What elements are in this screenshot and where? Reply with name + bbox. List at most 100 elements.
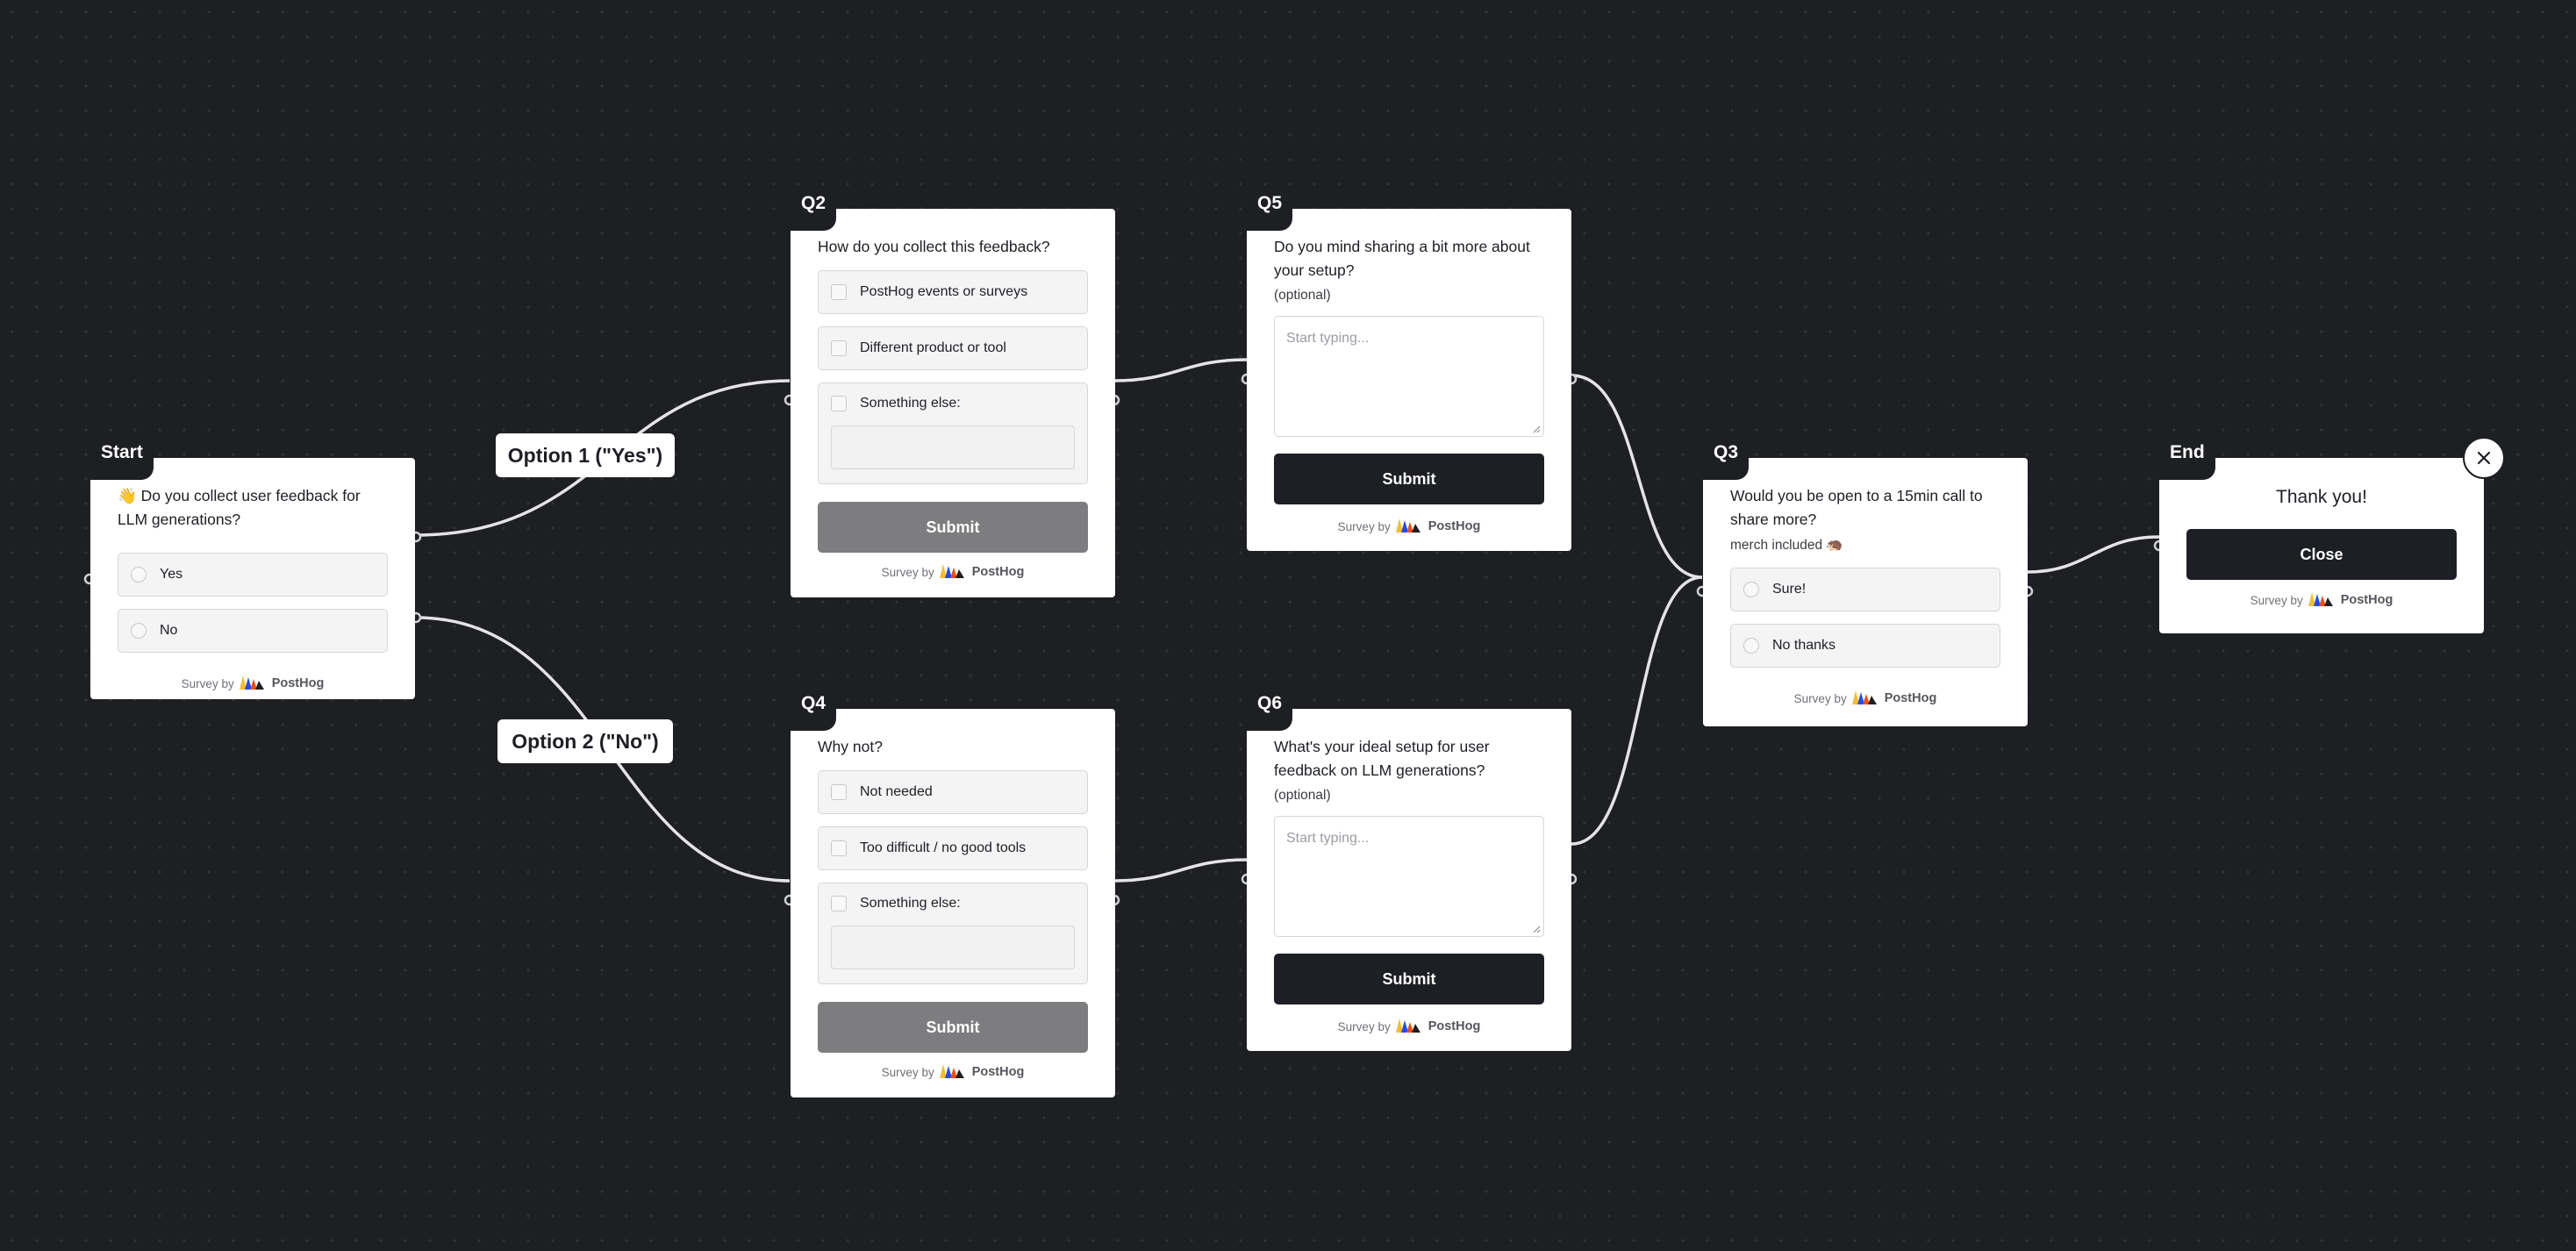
- checkbox-icon: [831, 396, 847, 411]
- survey-footer: Survey by PostHog: [118, 659, 388, 708]
- survey-card-end: Thank you! Close Survey by PostHog: [2159, 458, 2484, 633]
- submit-button[interactable]: Submit: [818, 502, 1088, 553]
- question-description: (optional): [1274, 288, 1331, 303]
- radio-icon: [131, 623, 147, 639]
- edge-q4-q6: [1113, 858, 1248, 883]
- option-no[interactable]: No: [118, 609, 388, 653]
- question-title: How do you collect this feedback?: [818, 238, 1050, 255]
- radio-icon: [131, 567, 147, 583]
- node-q6[interactable]: What's your ideal setup for user feedbac…: [1247, 687, 1571, 1051]
- option-label: Yes: [160, 567, 183, 582]
- survey-card-q2: How do you collect this feedback? PostHo…: [791, 209, 1115, 597]
- node-tag: Q6: [1247, 687, 1293, 731]
- checkbox-icon: [831, 896, 847, 911]
- posthog-logo-icon: [939, 563, 966, 581]
- survey-by-text: Survey by: [1337, 1019, 1391, 1033]
- option-label: Sure!: [1772, 582, 1807, 597]
- option-yes[interactable]: Yes: [118, 553, 388, 597]
- checkbox-icon: [831, 284, 847, 300]
- question-title: 👋 Do you collect user feedback for LLM g…: [118, 487, 361, 528]
- option-too-difficult[interactable]: Too difficult / no good tools: [818, 826, 1088, 870]
- survey-footer: Survey by PostHog: [2186, 580, 2457, 620]
- survey-footer: Survey by PostHog: [1274, 1004, 1544, 1048]
- node-q5[interactable]: Do you mind sharing a bit more about you…: [1247, 187, 1571, 551]
- posthog-logo-icon: [1851, 690, 1878, 707]
- question-title: Would you be open to a 15min call to sha…: [1730, 487, 1983, 528]
- posthog-logo-icon: [1395, 518, 1422, 535]
- option-label: No: [160, 623, 178, 638]
- posthog-logo-icon: [2308, 591, 2335, 609]
- submit-button[interactable]: Submit: [1274, 454, 1544, 504]
- survey-card-q3: Would you be open to a 15min call to sha…: [1703, 458, 2028, 726]
- option-something-else[interactable]: Something else:: [818, 382, 1088, 484]
- option-sure[interactable]: Sure!: [1730, 568, 2000, 611]
- radio-icon: [1743, 582, 1759, 597]
- close-button[interactable]: Close: [2186, 529, 2457, 580]
- survey-by-text: Survey by: [2250, 593, 2303, 607]
- survey-by-text: Survey by: [881, 565, 934, 579]
- survey-footer: Survey by PostHog: [1730, 674, 2000, 723]
- question-title: What's your ideal setup for user feedbac…: [1274, 738, 1490, 779]
- open-text-area[interactable]: Start typing...: [1274, 816, 1544, 937]
- node-tag: Q3: [1703, 436, 1750, 480]
- submit-button[interactable]: Submit: [818, 1002, 1088, 1053]
- edge-label-no: Option 2 ("No"): [497, 719, 673, 763]
- survey-footer: Survey by PostHog: [818, 1053, 1088, 1091]
- checkbox-icon: [831, 340, 847, 356]
- node-tag: Q5: [1247, 187, 1293, 231]
- question-title: Why not?: [818, 738, 883, 755]
- option-label: Something else:: [860, 396, 961, 411]
- edge-q2-q5: [1113, 358, 1248, 382]
- node-tag: End: [2159, 436, 2215, 480]
- edge-label-yes: Option 1 ("Yes"): [496, 433, 675, 477]
- checkbox-icon: [831, 840, 847, 856]
- textarea-placeholder: Start typing...: [1286, 331, 1370, 346]
- brand-name: PostHog: [1884, 691, 1937, 705]
- node-end[interactable]: Thank you! Close Survey by PostHog End: [2159, 436, 2484, 633]
- survey-by-text: Survey by: [181, 676, 234, 690]
- node-q3[interactable]: Would you be open to a 15min call to sha…: [1703, 436, 2028, 726]
- edge-q3-end: [2027, 535, 2160, 574]
- brand-name: PostHog: [971, 565, 1025, 579]
- survey-card-q5: Do you mind sharing a bit more about you…: [1247, 209, 1571, 551]
- question-title: Do you mind sharing a bit more about you…: [1274, 238, 1530, 279]
- node-tag: Start: [90, 436, 154, 480]
- brand-name: PostHog: [271, 676, 325, 690]
- survey-by-text: Survey by: [1337, 519, 1391, 533]
- survey-by-text: Survey by: [881, 1065, 934, 1079]
- option-label: No thanks: [1772, 638, 1836, 653]
- other-text-input[interactable]: [831, 926, 1075, 969]
- brand-name: PostHog: [2340, 593, 2394, 607]
- question-description: (optional): [1274, 788, 1331, 803]
- edge-q5-q3: [1571, 374, 1703, 579]
- posthog-logo-icon: [1395, 1018, 1422, 1035]
- other-text-input[interactable]: [831, 425, 1075, 469]
- option-no-thanks[interactable]: No thanks: [1730, 624, 2000, 668]
- survey-card-q6: What's your ideal setup for user feedbac…: [1247, 709, 1571, 1051]
- node-tag: Q2: [791, 187, 837, 231]
- close-icon[interactable]: [2463, 437, 2505, 479]
- posthog-logo-icon: [239, 675, 266, 692]
- checkbox-icon: [831, 784, 847, 800]
- resize-handle-icon[interactable]: [1532, 925, 1541, 933]
- option-something-else[interactable]: Something else:: [818, 883, 1088, 984]
- option-label: PostHog events or surveys: [860, 284, 1028, 299]
- option-posthog-events[interactable]: PostHog events or surveys: [818, 270, 1088, 314]
- survey-by-text: Survey by: [1793, 691, 1847, 705]
- survey-footer: Survey by PostHog: [818, 553, 1088, 591]
- node-start[interactable]: 👋 Do you collect user feedback for LLM g…: [90, 436, 415, 699]
- submit-button[interactable]: Submit: [1274, 954, 1544, 1004]
- option-not-needed[interactable]: Not needed: [818, 770, 1088, 814]
- brand-name: PostHog: [1428, 1019, 1481, 1033]
- resize-handle-icon[interactable]: [1532, 425, 1541, 433]
- survey-card-start: 👋 Do you collect user feedback for LLM g…: [90, 458, 415, 699]
- node-q4[interactable]: Why not? Not needed Too difficult / no g…: [791, 687, 1115, 1097]
- node-tag: Q4: [791, 687, 837, 731]
- thank-you-title: Thank you!: [2276, 487, 2367, 507]
- option-label: Something else:: [860, 896, 961, 911]
- node-q2[interactable]: How do you collect this feedback? PostHo…: [791, 187, 1115, 597]
- edge-q6-q3: [1571, 575, 1703, 846]
- option-different-product[interactable]: Different product or tool: [818, 326, 1088, 370]
- radio-icon: [1743, 638, 1759, 654]
- open-text-area[interactable]: Start typing...: [1274, 316, 1544, 437]
